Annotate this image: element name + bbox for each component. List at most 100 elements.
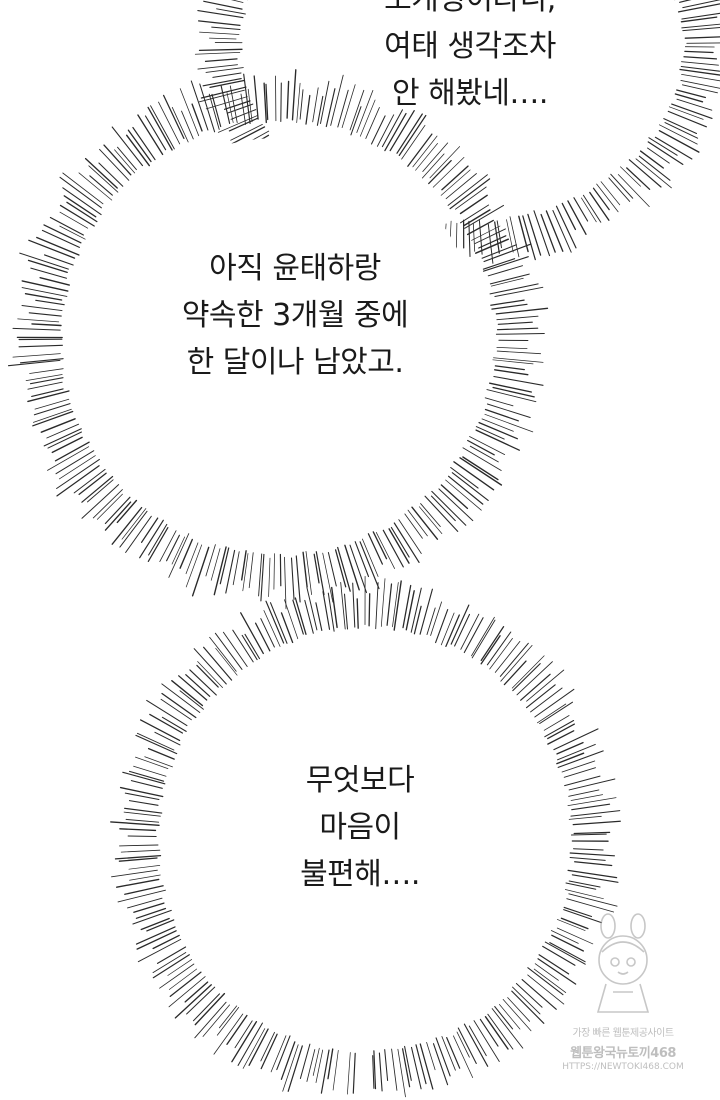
burst-stroke [684,50,714,54]
burst-stroke [481,244,517,259]
burst-stroke [424,495,459,532]
burst-stroke [573,831,611,835]
burst-stroke [140,517,159,543]
burst-stroke [322,552,334,603]
burst-stroke [563,906,593,918]
burst-stroke [315,551,325,596]
burst-stroke [181,110,194,140]
burst-stroke [123,811,161,817]
burst-stroke [480,625,505,662]
burst-stroke [280,82,282,123]
burst-stroke [59,211,89,229]
burst-stroke [28,239,76,259]
burst-stroke [680,16,718,23]
burst-stroke [568,778,616,791]
burst-stroke [468,1025,487,1057]
burst-stroke [480,635,501,665]
burst-stroke [372,1055,375,1089]
burst-stroke [413,605,422,635]
burst-stroke [39,277,70,286]
burst-stroke [463,617,484,654]
burst-stroke [62,187,102,216]
burst-stroke [487,1013,514,1050]
burst-stroke [96,493,123,520]
burst-stroke [516,661,553,696]
burst-stroke [104,501,132,531]
burst-stroke [135,756,169,769]
burst-stroke [124,807,163,814]
burst-stroke [331,586,338,629]
bubble-bottom-line-1: 무엇보다 [305,763,415,798]
burst-stroke [127,897,163,909]
burst-stroke [454,613,471,647]
burst-stroke [280,1041,296,1080]
burst-stroke [313,553,320,584]
burst-stroke [567,869,618,879]
burst-stroke [21,305,63,312]
burst-stroke [260,1031,275,1062]
burst-stroke [146,919,175,932]
burst-stroke [198,20,241,26]
burst-stroke [401,124,426,160]
burst-stroke [487,265,523,277]
burst-stroke [589,191,610,221]
burst-stroke [490,299,525,306]
burst-stroke [563,767,596,778]
burst-stroke [547,723,576,740]
burst-stroke [152,934,180,950]
burst-stroke [214,632,243,670]
bubble-top-line-2: 여태 생각조차 [384,29,556,64]
burst-stroke [494,1005,514,1030]
burst-stroke [375,532,395,569]
burst-stroke [495,333,545,335]
burst-stroke [384,1049,389,1082]
burst-stroke [171,106,189,143]
burst-stroke [682,27,720,32]
burst-stroke [225,549,236,594]
burst-stroke [268,557,271,597]
burst-stroke [573,848,604,851]
burst-stroke [492,359,534,365]
burst-stroke [154,731,181,746]
burst-stroke [299,89,304,120]
burst-stroke [474,228,506,244]
burst-stroke [659,124,698,145]
burst-stroke [315,1049,324,1083]
burst-stroke [676,89,707,99]
burst-stroke [51,436,83,454]
burst-stroke [540,213,556,253]
burst-stroke [386,583,393,626]
burst-stroke [680,65,720,72]
burst-stroke [463,209,491,227]
thought-burst-bubble-middle [7,69,549,610]
burst-stroke [453,1035,474,1078]
burst-stroke [556,741,584,755]
burst-stroke [121,508,147,540]
burst-stroke [507,997,531,1022]
burst-stroke [445,479,482,511]
burst-stroke [449,178,491,210]
burst-stroke [571,803,611,811]
burst-stroke [420,503,441,527]
burst-stroke [570,810,621,817]
burst-stroke [284,599,299,640]
burst-stroke [500,644,533,682]
burst-stroke [664,122,699,139]
burst-stroke [398,114,427,157]
burst-stroke [462,447,502,471]
burst-stroke [464,204,504,229]
burst-stroke [146,699,188,727]
burst-stroke [47,446,90,471]
burst-stroke [128,800,159,806]
burst-stroke [133,765,167,777]
burst-stroke [226,1014,248,1045]
burst-stroke [496,350,542,355]
burst-stroke [376,114,395,147]
burst-stroke [234,1020,253,1049]
burst-stroke [484,397,514,407]
burst-stroke [537,703,567,724]
burst-stroke [478,235,507,249]
burst-stroke [171,680,204,707]
burst-stroke [98,162,124,187]
burst-stroke [196,664,219,688]
